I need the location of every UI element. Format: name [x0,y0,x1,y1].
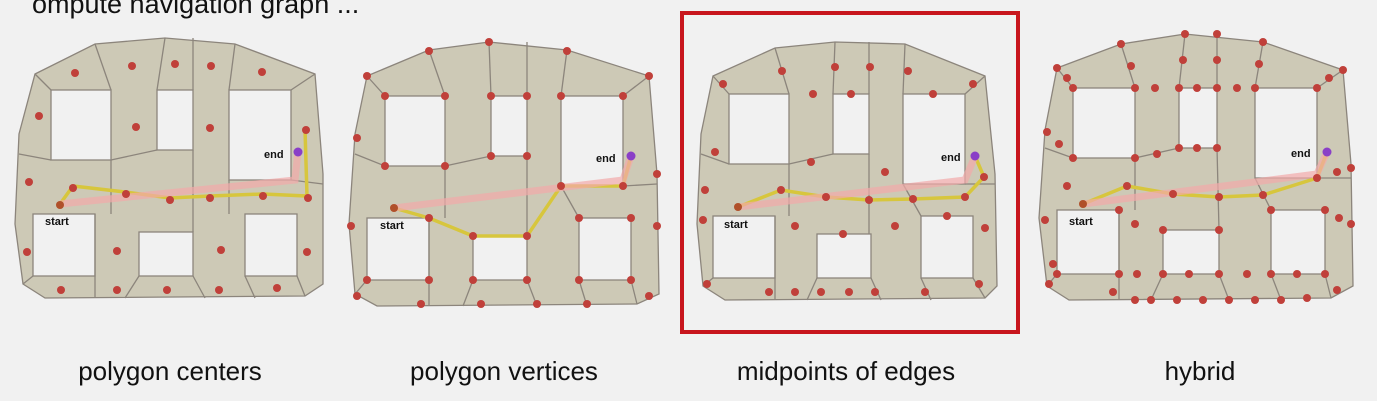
polygon-centers-diagram: start end [14,37,324,299]
start-node [734,203,742,211]
midpoints-of-edges-diagram: start end [696,41,998,301]
end-label: end [1291,148,1311,160]
polygon-centers-panel: start end [5,14,335,324]
start-label: start [724,219,748,231]
polygon-vertices-panel: start end [337,14,667,324]
selected-panel-highlight [680,11,1020,334]
polygon-vertices-diagram: start end [347,38,661,308]
start-node [390,204,398,212]
end-label: end [941,152,961,164]
end-label: end [264,149,284,161]
end-node [970,151,980,161]
hybrid-panel: start end [1027,14,1357,324]
end-label: end [596,153,616,165]
end-node [626,151,636,161]
end-node [1322,147,1332,157]
caption-hybrid: hybrid [1164,356,1236,386]
hybrid-diagram: start end [1038,30,1355,304]
start-node [56,201,64,209]
caption-polygon-centers: polygon centers [78,356,262,386]
midpoints-of-edges-panel: start end [685,14,1015,324]
caption-midpoints-of-edges: midpoints of edges [736,356,956,386]
start-label: start [1069,216,1093,228]
caption-polygon-vertices: polygon vertices [410,356,598,386]
start-label: start [380,220,404,232]
end-node [293,147,303,157]
start-node [1079,200,1087,208]
top-heading-fragment: ompute navigation graph ... [32,0,360,19]
start-label: start [45,216,69,228]
